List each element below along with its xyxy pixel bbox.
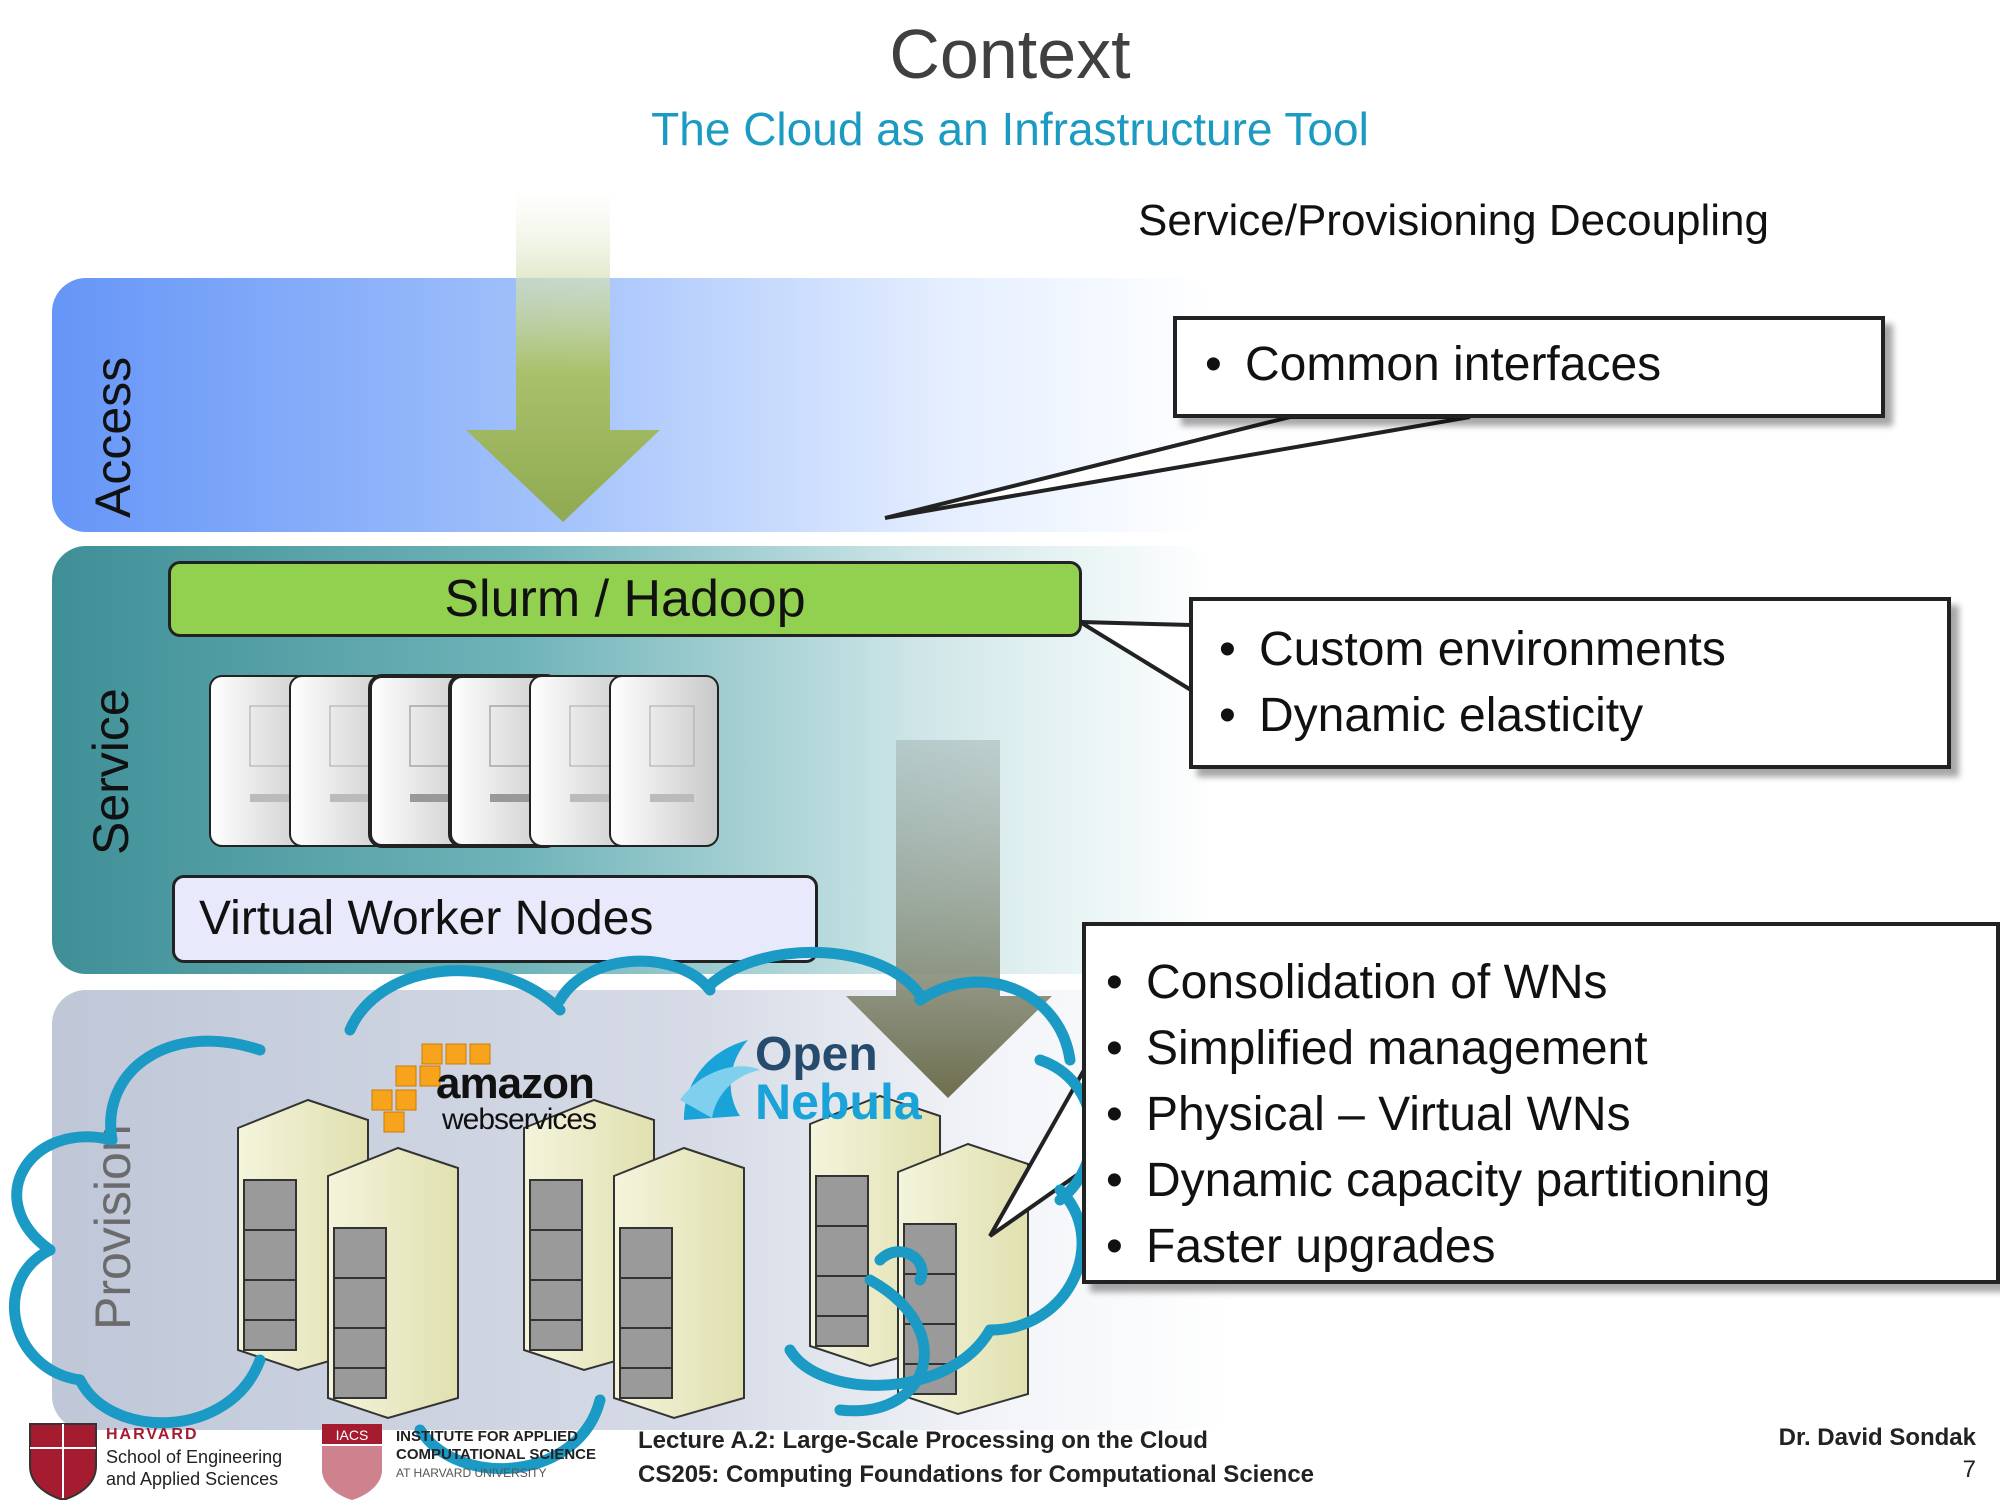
scheduler-bar: Slurm / Hadoop (168, 561, 1082, 637)
provision-callout: Consolidation of WNs Simplified manageme… (1082, 922, 2000, 1284)
service-callout-item: Dynamic elasticity (1219, 683, 1947, 749)
iacs-emblem-icon (322, 1424, 382, 1500)
arrow-down-icon (846, 740, 1052, 1098)
provision-callout-item: Simplified management (1106, 1016, 1996, 1082)
harvard-school-line2: and Applied Sciences (106, 1469, 279, 1489)
iacs-badge-text: IACS (336, 1427, 369, 1443)
webservices-wordmark: webservices (442, 1103, 597, 1136)
harvard-school-line1: School of Engineering (106, 1447, 283, 1467)
provision-callout-item: Consolidation of WNs (1106, 950, 1996, 1016)
harvard-seas-logo-text: HARVARD School of Engineering and Applie… (106, 1424, 282, 1490)
provision-callout-item: Physical – Virtual WNs (1106, 1082, 1996, 1148)
opennebula-wordmark-bottom: Nebula (755, 1074, 922, 1130)
harvard-name: HARVARD (106, 1426, 199, 1443)
iacs-logo-text: INSTITUTE FOR APPLIED COMPUTATIONAL SCIE… (396, 1428, 596, 1482)
provision-callout-item: Dynamic capacity partitioning (1106, 1148, 1996, 1214)
opennebula-swirl-icon (680, 1040, 760, 1120)
amazon-web-services-logo: amazon webservices (436, 1059, 597, 1136)
provision-callout-item: Faster upgrades (1106, 1214, 1996, 1280)
harvard-shield-icon (29, 1423, 97, 1500)
iacs-line2: COMPUTATIONAL SCIENCE (396, 1446, 597, 1463)
slide-title: Context (889, 15, 1131, 93)
course-title: CS205: Computing Foundations for Computa… (638, 1461, 1315, 1488)
amazon-wordmark: amazon (436, 1059, 595, 1108)
opennebula-wordmark-top: Open (755, 1028, 878, 1081)
decoupling-heading: Service/Provisioning Decoupling (1138, 196, 1769, 245)
page-number: 7 (1962, 1456, 1976, 1483)
author-name: Dr. David Sondak (1778, 1424, 1976, 1451)
iacs-line3: AT HARVARD UNIVERSITY (396, 1466, 547, 1480)
access-callout-item: Common interfaces (1205, 332, 1881, 398)
virtual-server-icons (209, 674, 719, 848)
lecture-title: Lecture A.2: Large-Scale Processing on t… (638, 1427, 1208, 1454)
service-callout: Custom environments Dynamic elasticity (1189, 597, 1951, 769)
arrow-down-icon (466, 190, 660, 522)
slide-subtitle: The Cloud as an Infrastructure Tool (651, 103, 1369, 155)
footer-lecture-info: Lecture A.2: Large-Scale Processing on t… (638, 1424, 1314, 1492)
physical-server-rack-icons (237, 1094, 1029, 1420)
service-callout-item: Custom environments (1219, 617, 1947, 683)
iacs-line1: INSTITUTE FOR APPLIED (396, 1428, 578, 1445)
access-callout: Common interfaces (1173, 316, 1885, 418)
virtual-worker-nodes-box: Virtual Worker Nodes (172, 875, 818, 963)
aws-cubes-icon (371, 1043, 491, 1133)
